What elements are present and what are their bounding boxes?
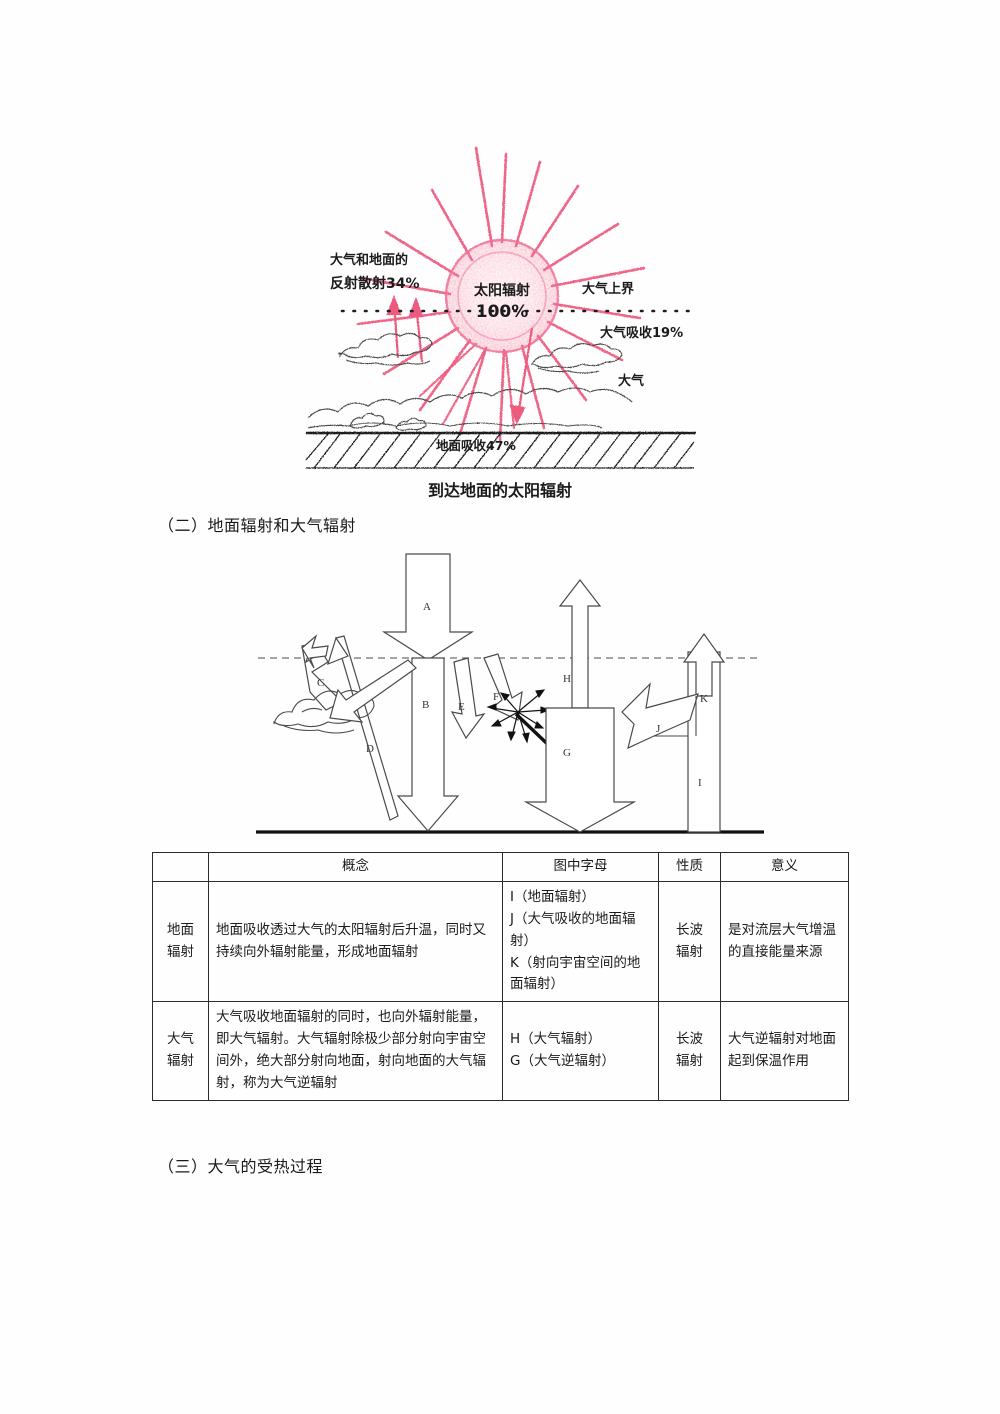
row-category-atmosphere: 大气 辐射 [152, 1001, 209, 1101]
row-concept-atmosphere: 大气吸收地面辐射的同时，也向外辐射能量，即大气辐射。大气辐射除极少部分射向宇宙空… [208, 1001, 503, 1101]
row-nature-atmosphere: 长波 辐射 [658, 1001, 721, 1101]
letters-line3: K（射向宇宙空间的地面辐射） [510, 954, 641, 993]
arrow-label-c: C [317, 677, 324, 689]
arrow-label-b: B [422, 699, 429, 711]
arrow-h-atmospheric-radiation [558, 579, 602, 709]
letters-line2: J（大气吸收的地面辐射） [510, 910, 636, 949]
category-line1: 大气 [167, 1031, 194, 1048]
table-header-meaning: 意义 [720, 852, 849, 882]
arrow-cloud-scatter [329, 659, 417, 723]
table-row: 地面 辐射 地面吸收透过大气的太阳辐射后升温，同时又持续向外辐射能量，形成地面辐… [152, 880, 849, 1003]
arrow-e-absorption [450, 657, 486, 740]
section-heading-2: （二）地面辐射和大气辐射 [158, 516, 357, 535]
concept-table: 概念 图中字母 性质 意义 地面 辐射 地面吸收透过大气的太阳辐射后升温，同时又… [152, 852, 849, 1101]
arrow-label-g: G [563, 747, 571, 759]
arrow-label-j: J [656, 723, 661, 735]
arrow-label-i: I [698, 777, 702, 789]
category-line1: 地面 [167, 921, 194, 938]
reflection-arrows [386, 294, 424, 363]
nature-line1: 长波 [676, 1031, 703, 1048]
category-line2: 辐射 [167, 1053, 194, 1070]
arrow-c-head [301, 634, 329, 669]
arrow-label-d: D [366, 743, 374, 755]
label-atmosphere: 大气 [618, 373, 644, 389]
sun-radiation-label-line2: 100% [476, 302, 529, 322]
ground-horizon [306, 387, 696, 435]
row-category-ground: 地面 辐射 [152, 880, 209, 1003]
ground-hatching [305, 433, 695, 469]
arrow-a-incoming-solar [381, 553, 475, 661]
label-reflect-line2: 反射散射34% [330, 275, 420, 292]
arrow-k-escape-radiation [682, 632, 726, 697]
row-letters-ground: I（地面辐射） J（大气吸收的地面辐射） K（射向宇宙空间的地面辐射） [502, 880, 659, 1003]
table-header-nature: 性质 [658, 852, 721, 882]
label-absorb-atmosphere: 大气吸收19% [600, 325, 683, 341]
arrow-f-scattering [483, 653, 523, 721]
row-letters-atmosphere: H（大气辐射） G（大气逆辐射） [502, 1001, 659, 1101]
label-atmosphere-top: 大气上界 [582, 281, 634, 297]
table-header-blank [152, 852, 209, 882]
arrow-j-absorbed-radiation [621, 682, 699, 750]
arrow-label-h: H [563, 673, 571, 685]
row-meaning-ground: 是对流层大气增温的直接能量来源 [720, 880, 849, 1003]
table-header-row: 概念 图中字母 性质 意义 [152, 852, 849, 882]
letters-line1: I（地面辐射） [510, 889, 595, 905]
section-heading-3: （三）大气的受热过程 [158, 1157, 324, 1176]
cloud-left [338, 332, 433, 366]
arrow-g-counter-radiation [523, 707, 637, 833]
figure-solar-radiation: 太阳辐射 100% 大气和地面的 反射散射34% 大气上界 大气吸收19% 大气 [300, 128, 700, 508]
sun-radiation-label-line1: 太阳辐射 [474, 282, 530, 299]
row-meaning-atmosphere: 大气逆辐射对地面起到保温作用 [720, 1001, 849, 1101]
row-concept-ground: 地面吸收透过大气的太阳辐射后升温，同时又持续向外辐射能量，形成地面辐射 [208, 880, 503, 1003]
sun-body [444, 238, 560, 354]
figure-solar-caption: 到达地面的太阳辐射 [428, 481, 572, 500]
nature-line2: 辐射 [676, 943, 703, 960]
label-absorb-ground: 地面吸收47% [436, 438, 516, 453]
nature-line1: 长波 [676, 921, 703, 938]
table-header-concept: 概念 [208, 852, 503, 882]
arrow-label-k: K [700, 693, 708, 705]
nature-line2: 辐射 [676, 1053, 703, 1070]
table-header-letters: 图中字母 [502, 852, 659, 882]
row-nature-ground: 长波 辐射 [658, 880, 721, 1003]
letters-line2: G（大气逆辐射） [510, 1053, 615, 1070]
arrow-label-a: A [423, 601, 431, 613]
arrow-label-f: F [493, 691, 499, 703]
label-reflect-line1: 大气和地面的 [330, 252, 408, 268]
figure-radiation-arrows: A B C D E [250, 540, 770, 850]
category-line2: 辐射 [167, 943, 194, 960]
arrow-b-transmitted-solar [396, 657, 460, 832]
letters-line1: H（大气辐射） [510, 1031, 602, 1048]
table-row: 大气 辐射 大气吸收地面辐射的同时，也向外辐射能量，即大气辐射。大气辐射除极少部… [152, 1001, 849, 1101]
cloud-right [531, 343, 623, 374]
incoming-ray-right [509, 327, 534, 425]
arrow-label-e: E [458, 701, 465, 713]
arrow-d-slanted [327, 635, 399, 821]
